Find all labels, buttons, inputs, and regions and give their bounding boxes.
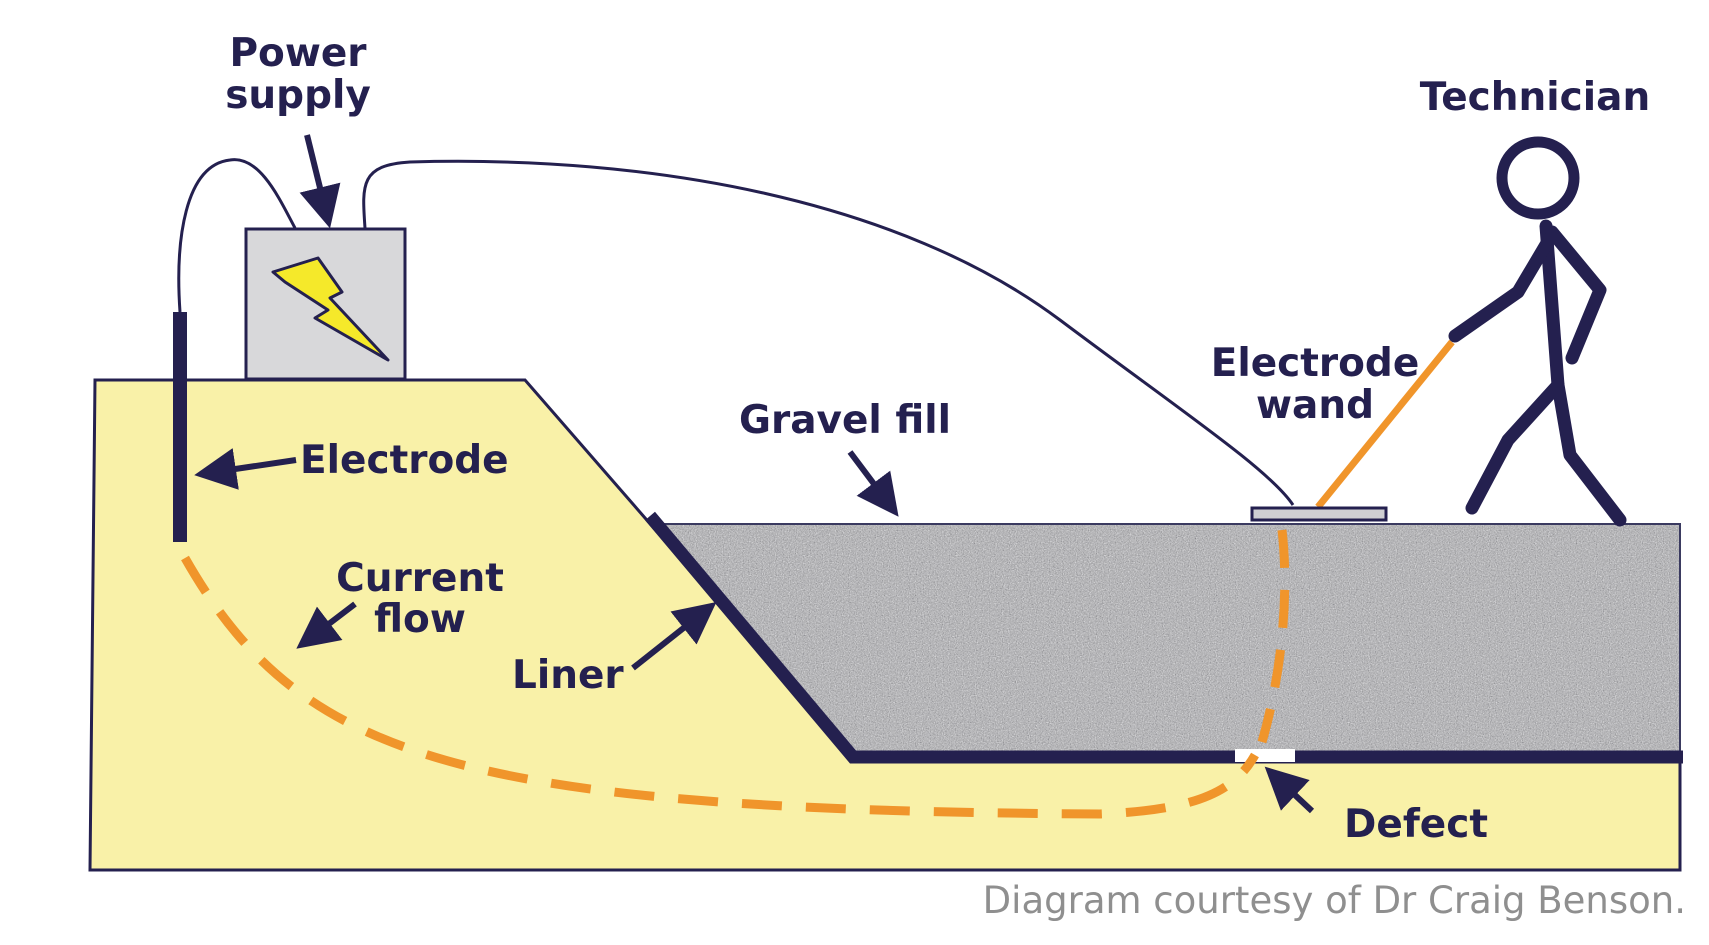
electrode-rod [173, 312, 187, 542]
current-flow-arrow [296, 601, 357, 649]
defect-arrow [1264, 766, 1315, 814]
electrode-wand-label-line2: wand [1256, 383, 1374, 428]
current-flow-path [181, 555, 1259, 819]
electrode-arrow [194, 448, 297, 490]
electrode-label: Electrode [300, 438, 509, 483]
current-flow-label-line2: flow [374, 597, 466, 642]
electrode-wire [177, 158, 297, 313]
power-supply-arrow [299, 134, 341, 229]
current-flow-vertical [1257, 529, 1290, 744]
power-supply-label-line2: supply [225, 73, 371, 118]
lightning-bolt-icon [271, 256, 390, 362]
liner-label: Liner [512, 653, 624, 698]
defect-hole [1235, 749, 1295, 762]
electrode-wand-label-line1: Electrode [1211, 341, 1420, 386]
electrode-wand-plate [1250, 506, 1388, 522]
technician-label: Technician [1420, 75, 1650, 120]
liner [645, 511, 1683, 764]
power-supply-label-line1: Power [229, 31, 367, 76]
electrode-wand-handle [1315, 339, 1455, 510]
stick-figure-icon [1448, 136, 1627, 527]
defect-label: Defect [1344, 802, 1488, 847]
current-flow-label-line1: Current [336, 556, 504, 601]
gravel-fill-arrow [847, 450, 899, 517]
liner-arrow [631, 601, 717, 671]
diagram-credit: Diagram courtesy of Dr Craig Benson. [983, 879, 1686, 922]
gravel-fill-label: Gravel fill [739, 398, 951, 443]
wand-wire [362, 159, 1295, 506]
